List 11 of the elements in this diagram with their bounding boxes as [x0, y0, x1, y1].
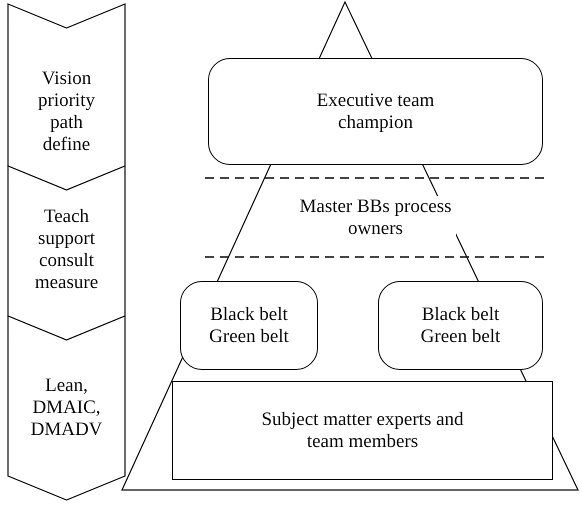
- role-box: [172, 381, 553, 480]
- role-box: [378, 281, 543, 370]
- role-box: [208, 58, 543, 165]
- node-text: Black belt Green belt: [208, 304, 290, 348]
- node-text: Vision priority path define: [37, 68, 96, 156]
- node-text: Lean, DMAIC, DMADV: [30, 375, 104, 441]
- node-text: Black belt Green belt: [420, 304, 502, 348]
- node-text: Teach support consult measure: [34, 206, 100, 294]
- node-text: Executive team champion: [316, 90, 436, 134]
- node-text: Subject matter experts and team members: [260, 408, 465, 452]
- role-box: [180, 281, 318, 370]
